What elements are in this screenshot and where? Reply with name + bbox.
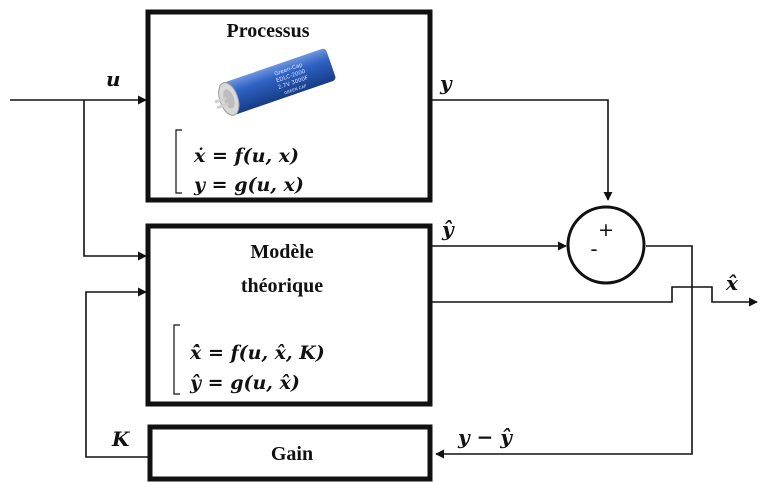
- model-title-line1: Modèle: [250, 241, 313, 263]
- model-title-line2: théorique: [241, 275, 323, 297]
- output-label-y: y: [439, 71, 453, 95]
- input-label-u: u: [106, 67, 121, 91]
- model-equation-1: x̂̇ = f(u, x̂, K): [189, 342, 325, 364]
- summing-plus-sign: +: [598, 219, 614, 241]
- process-equation-1: ẋ = f(u, x): [193, 145, 299, 167]
- gain-label-k: K: [111, 427, 131, 451]
- process-equation-2: y = g(u, x): [193, 174, 304, 196]
- input-branch-wire: [84, 100, 146, 256]
- output-y-wire: [432, 100, 608, 200]
- summing-minus-sign: -: [590, 237, 597, 261]
- output-label-xhat: x̂: [725, 271, 739, 295]
- gain-title: Gain: [271, 443, 313, 465]
- error-label: y − ŷ: [457, 425, 513, 449]
- error-wire: [436, 246, 692, 454]
- model-equation-2: ŷ = g(u, x̂): [189, 372, 300, 394]
- output-label-yhat: ŷ: [441, 217, 455, 241]
- output-xhat-wire: [432, 287, 757, 302]
- process-title: Processus: [227, 20, 310, 42]
